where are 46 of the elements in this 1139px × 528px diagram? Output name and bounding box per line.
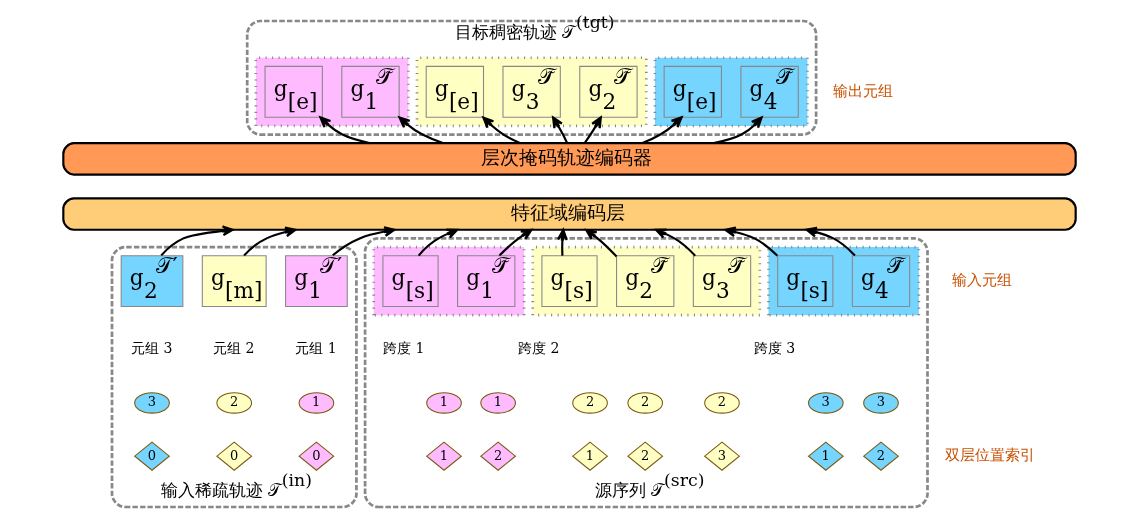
arrow [332, 226, 396, 257]
cluster [372, 245, 526, 317]
arrow [724, 226, 779, 257]
arrow [583, 116, 602, 144]
label: 输入元组 [952, 271, 1013, 290]
node-diamond: 1 [807, 441, 844, 471]
arrow [713, 116, 763, 145]
arrow [551, 116, 569, 144]
label: 输出元组 [833, 81, 894, 100]
node-ellipse: 3 [134, 392, 170, 414]
node-ellipse: 2 [572, 392, 608, 414]
arrow [398, 116, 444, 145]
cluster [531, 245, 762, 317]
node-diamond: 2 [627, 441, 664, 471]
node-label: 跨度 2 [518, 340, 560, 357]
node-diamond: 2 [479, 441, 517, 471]
node-label: 元组 1 [295, 340, 337, 357]
arrow [319, 116, 371, 145]
node-label: (tgt) [575, 12, 615, 33]
node-ellipse: 1 [480, 392, 516, 414]
node-diamond: 0 [133, 441, 171, 471]
node-diamond: 1 [425, 441, 463, 471]
node-diamond: 2 [862, 441, 900, 471]
node-label: 跨度 1 [382, 340, 425, 357]
node-ellipse: 3 [808, 392, 844, 414]
node-ellipse: 2 [216, 392, 253, 414]
arrow [243, 226, 297, 257]
arrow [642, 116, 683, 145]
arrow [482, 116, 521, 145]
node-label: 元组 2 [213, 340, 255, 357]
node-label: 跨度 3 [753, 340, 796, 357]
node-ellipse: 3 [863, 392, 899, 414]
node-diamond: 0 [298, 441, 335, 471]
arrow [160, 225, 234, 257]
label: 双层位置索引 [944, 446, 1035, 465]
node-diamond: 3 [703, 441, 741, 471]
node-box: 特征域编码层 [62, 197, 1077, 231]
node-ellipse: 2 [627, 392, 664, 414]
node-ellipse: 2 [704, 392, 740, 414]
node-diamond: 0 [216, 441, 253, 471]
node-box: 层次掩码轨迹编码器 [62, 142, 1077, 176]
node-label: 元组 3 [130, 340, 173, 357]
node-ellipse: 1 [298, 392, 335, 414]
cluster [767, 245, 921, 317]
node-ellipse: 1 [426, 392, 462, 414]
node-diamond: 1 [571, 441, 609, 471]
